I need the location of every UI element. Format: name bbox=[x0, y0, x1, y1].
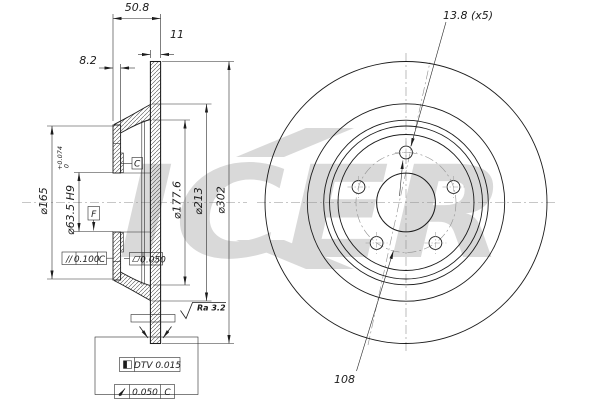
center-bore-circle bbox=[376, 172, 436, 233]
hub-step-lower-outline bbox=[120, 232, 124, 253]
flatness-icon bbox=[132, 256, 141, 262]
dtv-tolerance-frame: DTV 0.015 bbox=[119, 357, 181, 372]
dim-bolt-holes: 13.8 (x5) bbox=[443, 9, 493, 22]
watermark-chevron-top bbox=[236, 128, 354, 157]
bolt-holes bbox=[347, 141, 465, 254]
hat-step-circle bbox=[337, 134, 475, 271]
neck-lower-inner-edge bbox=[120, 271, 151, 286]
parallelism-datum: C bbox=[99, 255, 106, 265]
flange-od-circle bbox=[329, 125, 483, 280]
runout-datum: C bbox=[164, 388, 171, 398]
bolt-hole-axis-centerline bbox=[367, 61, 431, 346]
bore-tolerance-upper: +0.074 bbox=[56, 146, 64, 170]
datum-c-label: C bbox=[134, 159, 141, 169]
clamp-arrow-right bbox=[162, 326, 172, 339]
parallelism-value: 0.100 bbox=[74, 255, 100, 265]
braking-band-outline bbox=[149, 60, 162, 345]
datum-f-label: F bbox=[91, 210, 97, 220]
dim-overall-height: 50.8 bbox=[125, 1, 150, 14]
dim-band-thickness: 11 bbox=[170, 28, 184, 41]
bolt-circle bbox=[355, 152, 457, 253]
watermark-chevron-bottom bbox=[236, 240, 354, 269]
neck-lower-outer-edge bbox=[113, 280, 151, 301]
dim-flange-od: ⌀165 bbox=[37, 187, 50, 215]
dim-flange-thickness: 8.2 bbox=[79, 54, 97, 67]
dim-hat-dia: ⌀177.6 bbox=[171, 181, 184, 219]
clamp-bracket bbox=[130, 314, 176, 323]
dim-pcd: 108 bbox=[334, 373, 355, 386]
icer-watermark: ICER bbox=[118, 128, 506, 288]
parallelism-icon: // bbox=[65, 255, 73, 265]
runout-tolerance-frame: 0.050 C bbox=[114, 384, 175, 399]
surface-roughness-value: Ra 3.2 bbox=[197, 304, 226, 313]
runout-value: 0.050 bbox=[132, 388, 158, 398]
dim-bore: ⌀63.5 H9 bbox=[64, 185, 77, 235]
dim-outer-dia: ⌀302 bbox=[215, 186, 228, 214]
flatness-value: 0.050 bbox=[140, 255, 166, 265]
neck-upper-inner-edge bbox=[120, 119, 151, 134]
datum-c: C bbox=[120, 157, 143, 169]
section-view: 50.8 11 8.2 ⌀165 +0.074 0 ⌀63.5 H9 ⌀177.… bbox=[22, 1, 247, 399]
dtv-value: DTV 0.015 bbox=[134, 361, 181, 371]
pcd-dimension: 108 bbox=[334, 250, 394, 386]
runout-icon bbox=[118, 388, 126, 397]
hub-step-upper-outline bbox=[120, 152, 124, 173]
flange-lower-hatch bbox=[113, 232, 121, 280]
bolt-hole-dimension: 13.8 (x5) bbox=[399, 9, 493, 197]
neck-upper-outer-edge bbox=[113, 104, 151, 125]
hub-step-lower-hatch bbox=[120, 232, 124, 252]
parallelism-tolerance-frame: // 0.100 C bbox=[61, 251, 113, 265]
flatness-tolerance-frame: 0.050 bbox=[124, 252, 166, 266]
braking-band-hatch bbox=[150, 61, 161, 344]
hat-neck-lower-hatch bbox=[114, 272, 151, 301]
outer-diameter-circle bbox=[264, 61, 548, 344]
hat-neck-upper-hatch bbox=[114, 104, 151, 133]
surface-finish-icon bbox=[180, 302, 226, 320]
measurement-box bbox=[94, 336, 199, 395]
face-view: 13.8 (x5) 108 bbox=[257, 9, 556, 386]
flange-upper-hatch bbox=[113, 125, 121, 173]
hat-diameter-circle bbox=[323, 119, 489, 286]
braking-inner-circle bbox=[306, 103, 506, 302]
datum-f: F bbox=[87, 206, 100, 231]
clamp-arrow-left bbox=[139, 326, 149, 339]
surface-roughness: Ra 3.2 bbox=[180, 302, 226, 320]
bore-tolerance-lower: 0 bbox=[63, 164, 71, 168]
hub-step-upper-hatch bbox=[120, 153, 124, 173]
dim-braking-inner-dia: ⌀213 bbox=[192, 187, 205, 215]
